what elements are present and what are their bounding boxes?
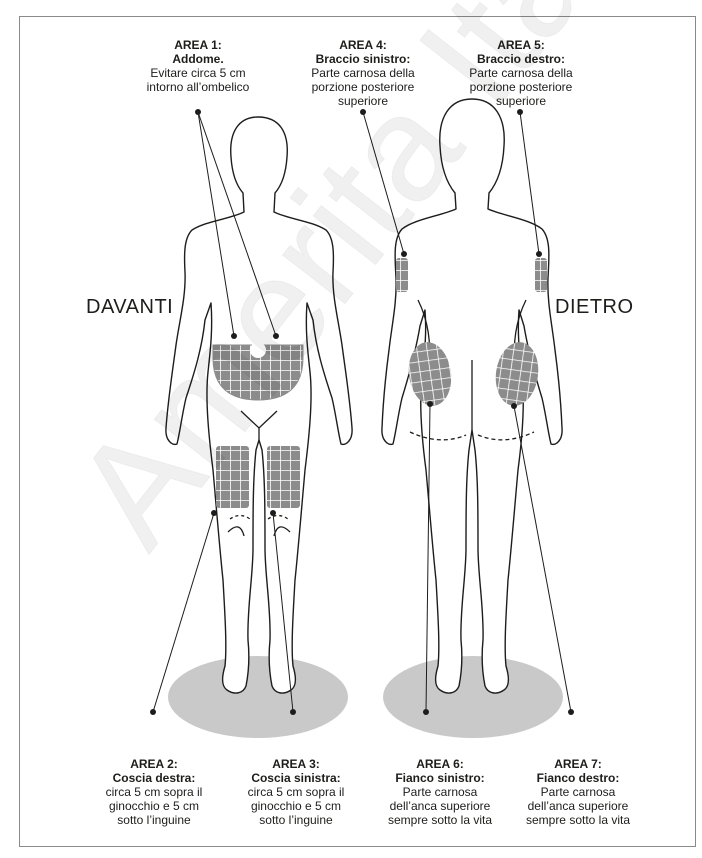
zone-abdomen bbox=[213, 342, 303, 400]
area-desc: intorno all’ombelico bbox=[133, 80, 263, 94]
area-desc: Parte carnosa della bbox=[454, 66, 588, 80]
area-desc: superiore bbox=[454, 94, 588, 108]
area-desc: Evitare circa 5 cm bbox=[133, 66, 263, 80]
area-desc: circa 5 cm sopra il bbox=[234, 785, 358, 799]
area-title: AREA 7: bbox=[516, 757, 640, 771]
area-subtitle: Fianco destro: bbox=[516, 771, 640, 785]
area-desc: sotto l’inguine bbox=[234, 813, 358, 827]
area-subtitle: Coscia destra: bbox=[92, 771, 216, 785]
area-subtitle: Braccio sinistro: bbox=[296, 52, 430, 66]
zone-right-thigh bbox=[216, 446, 249, 508]
floor-shadow-back bbox=[383, 656, 563, 738]
area-desc: sempre sotto la vita bbox=[516, 813, 640, 827]
zone-left-arm bbox=[396, 258, 408, 292]
back-view-label: DIETRO bbox=[555, 296, 634, 319]
area-subtitle: Coscia sinistra: bbox=[234, 771, 358, 785]
area-desc: porzione posteriore bbox=[454, 80, 588, 94]
floor-shadow-front bbox=[168, 656, 348, 738]
area-desc: ginocchio e 5 cm bbox=[234, 799, 358, 813]
area-subtitle: Fianco sinistro: bbox=[378, 771, 502, 785]
area-2-label: AREA 2: Coscia destra: circa 5 cm sopra … bbox=[92, 757, 216, 827]
area-title: AREA 2: bbox=[92, 757, 216, 771]
zone-left-thigh bbox=[267, 446, 300, 508]
area-desc: circa 5 cm sopra il bbox=[92, 785, 216, 799]
front-figure bbox=[166, 117, 352, 693]
area-3-label: AREA 3: Coscia sinistra: circa 5 cm sopr… bbox=[234, 757, 358, 827]
area-desc: dell’anca superiore bbox=[378, 799, 502, 813]
area-desc: Parte carnosa bbox=[516, 785, 640, 799]
area-desc: ginocchio e 5 cm bbox=[92, 799, 216, 813]
area-desc: dell’anca superiore bbox=[516, 799, 640, 813]
area-subtitle: Braccio destro: bbox=[454, 52, 588, 66]
area-6-label: AREA 6: Fianco sinistro: Parte carnosa d… bbox=[378, 757, 502, 827]
area-subtitle: Addome. bbox=[133, 52, 263, 66]
area-7-label: AREA 7: Fianco destro: Parte carnosa del… bbox=[516, 757, 640, 827]
area-title: AREA 6: bbox=[378, 757, 502, 771]
area-title: AREA 4: bbox=[296, 38, 430, 52]
area-desc: porzione posteriore bbox=[296, 80, 430, 94]
area-desc: sempre sotto la vita bbox=[378, 813, 502, 827]
area-title: AREA 1: bbox=[133, 38, 263, 52]
area-title: AREA 3: bbox=[234, 757, 358, 771]
area-4-label: AREA 4: Braccio sinistro: Parte carnosa … bbox=[296, 38, 430, 108]
area-desc: superiore bbox=[296, 94, 430, 108]
area-desc: Parte carnosa bbox=[378, 785, 502, 799]
front-view-label: DAVANTI bbox=[86, 296, 173, 319]
area-5-label: AREA 5: Braccio destro: Parte carnosa de… bbox=[454, 38, 588, 108]
area-desc: Parte carnosa della bbox=[296, 66, 430, 80]
area-1-label: AREA 1: Addome. Evitare circa 5 cm intor… bbox=[133, 38, 263, 94]
zone-right-arm bbox=[535, 258, 547, 292]
area-title: AREA 5: bbox=[454, 38, 588, 52]
area-desc: sotto l’inguine bbox=[92, 813, 216, 827]
